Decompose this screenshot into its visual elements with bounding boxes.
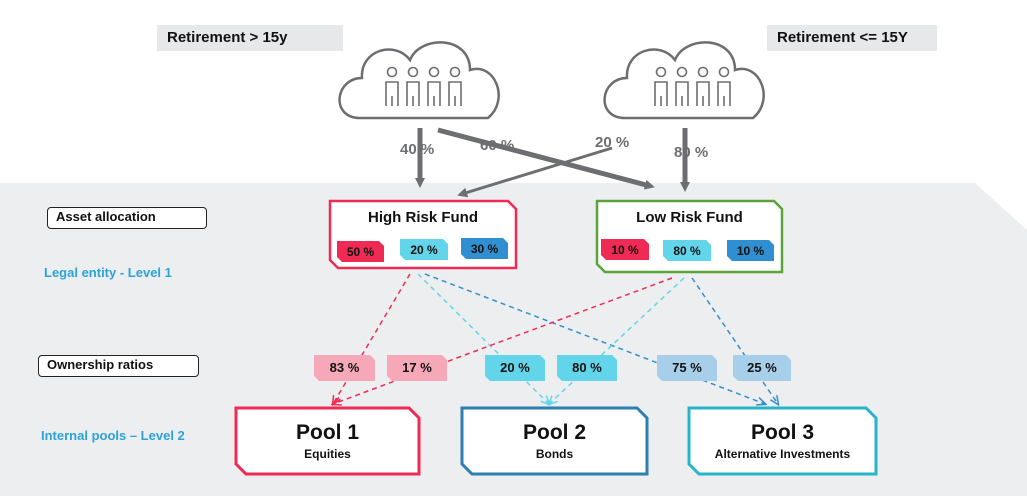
pool-3-box	[687, 406, 878, 476]
pool-1-box	[234, 406, 421, 476]
high-fund-tag-bonds: 20 %	[410, 243, 438, 257]
tag-shape	[727, 240, 774, 261]
pool-2-title: Pool 2	[522, 421, 586, 444]
low-fund-tag-equities: 10 %	[611, 243, 639, 257]
low-risk-fund-title: Low Risk Fund	[636, 209, 743, 226]
flow-right-cross-label: 20 %	[595, 134, 630, 151]
ownership-tag-shape	[657, 355, 717, 381]
pool-1-subtitle: Equities	[304, 447, 351, 461]
asset-allocation-label: Asset allocation	[47, 207, 207, 229]
flow-arrow-cross-right	[457, 146, 613, 198]
flow-left-cross-label: 60 %	[480, 137, 515, 154]
ownership-tag: 75 %	[672, 360, 702, 375]
high-fund-tag-alternatives: 30 %	[470, 242, 499, 256]
flow-right-down-label: 80 %	[674, 144, 709, 161]
tag-shape	[400, 239, 448, 260]
retirement-right-label: Retirement <= 15Y	[767, 25, 937, 51]
low-fund-tag-bonds: 80 %	[673, 244, 701, 258]
band-corner	[975, 183, 1027, 230]
ownership-tag: 83 %	[329, 360, 360, 375]
flow-left-down-label: 40 %	[400, 141, 435, 158]
low-fund-tag-alternatives: 10 %	[736, 244, 765, 258]
ownership-tag-shape	[387, 355, 447, 381]
ownership-tag-shape	[557, 355, 617, 381]
ownership-tag-shape	[485, 355, 545, 381]
legal-entity-label: Legal entity - Level 1	[44, 265, 172, 280]
high-risk-fund-title: High Risk Fund	[368, 209, 478, 226]
internal-pools-label: Internal pools – Level 2	[41, 428, 185, 443]
pool-1-title: Pool 1	[295, 421, 359, 444]
tag-shape	[337, 241, 384, 262]
ownership-tag: 17 %	[402, 360, 432, 375]
cloud-icon-right	[603, 41, 765, 120]
allocation-lines	[333, 273, 778, 404]
tag-shape	[663, 240, 711, 261]
pool-2-subtitle: Bonds	[535, 447, 574, 461]
ownership-tag: 25 %	[747, 360, 777, 375]
ownership-tag-shape	[733, 355, 791, 381]
ownership-tag: 80 %	[572, 360, 602, 375]
ownership-tag: 20 %	[500, 360, 530, 375]
high-fund-tag-equities: 50 %	[346, 245, 375, 259]
tag-shape	[601, 239, 649, 260]
cloud-icon-left	[338, 41, 500, 120]
ownership-ratios-label: Ownership ratios	[38, 355, 199, 377]
pool-3-subtitle: Alternative Investments	[714, 447, 851, 461]
pool-3-title: Pool 3	[750, 421, 814, 444]
ownership-tag-shape	[314, 355, 375, 381]
pool-2-box	[460, 406, 649, 476]
flow-arrows	[415, 127, 690, 192]
tag-shape	[461, 238, 508, 259]
retirement-left-label: Retirement > 15y	[157, 25, 343, 51]
